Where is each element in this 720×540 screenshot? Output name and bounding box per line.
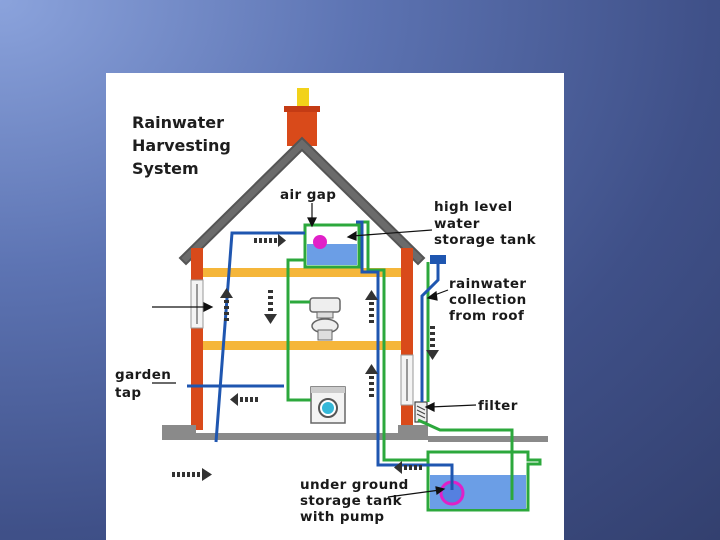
float-valve xyxy=(313,235,327,249)
roof xyxy=(178,136,426,266)
chimney xyxy=(284,88,320,146)
garden-tap-label: garden tap xyxy=(115,367,176,401)
toilet-icon xyxy=(309,297,341,341)
washing-machine-icon xyxy=(310,386,346,424)
label-pointers xyxy=(152,203,477,498)
rainwater-collection-label: rainwater collection from roof xyxy=(449,276,532,324)
middle-floor xyxy=(203,341,401,350)
ground-line xyxy=(162,433,428,440)
high-level-tank-label: high level water storage tank xyxy=(434,199,537,248)
green-pipes xyxy=(286,220,514,500)
underground-tank xyxy=(426,450,542,512)
left-wall xyxy=(191,248,203,430)
gutter xyxy=(430,255,446,264)
high-level-tank xyxy=(303,223,361,269)
underground-tank-label: under ground storage tank with pump xyxy=(300,477,414,525)
flow-arrows xyxy=(172,234,439,481)
air-gap-label: air gap xyxy=(280,187,336,203)
filter-label: filter xyxy=(478,398,518,414)
blue-pipes xyxy=(187,220,454,490)
diagram-title: Rainwater Harvesting System xyxy=(132,113,236,178)
upper-floor xyxy=(203,268,401,277)
